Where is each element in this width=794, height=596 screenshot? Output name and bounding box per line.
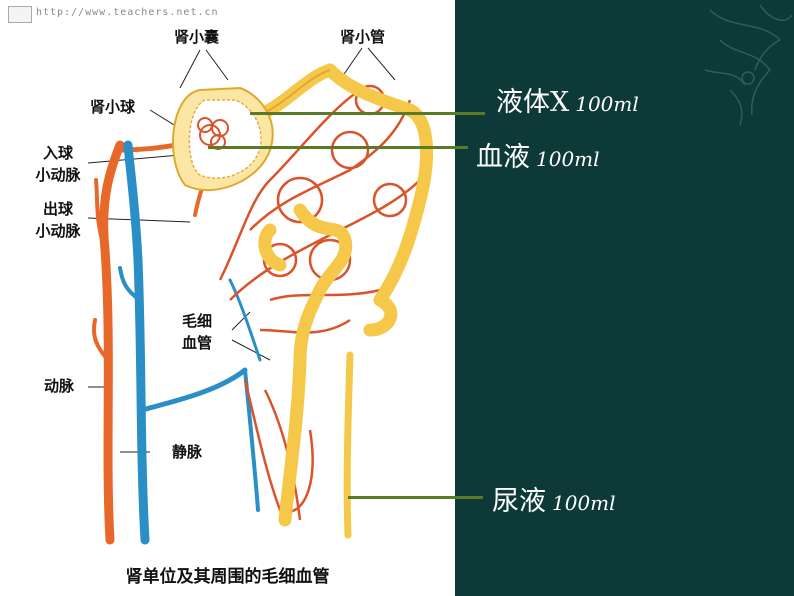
label-capillary-line2: 血管 bbox=[182, 334, 213, 352]
nephron-figure: http://www.teachers.net.cn bbox=[0, 0, 455, 596]
pointer-line-blood bbox=[208, 146, 468, 149]
label-renal-tubule: 肾小管 bbox=[340, 28, 386, 46]
annotation-urine-name: 尿液 bbox=[492, 486, 546, 517]
watermark-logo-icon bbox=[8, 6, 32, 23]
pointer-line-urine bbox=[348, 496, 483, 499]
annotation-blood-name: 血液 bbox=[476, 142, 530, 173]
annotation-fluid-x-volume: 100ml bbox=[575, 92, 639, 116]
label-afferent-arteriole-line1: 入球 bbox=[42, 144, 73, 162]
figure-caption: 肾单位及其周围的毛细血管 bbox=[125, 567, 330, 587]
annotation-blood-volume: 100ml bbox=[536, 147, 600, 171]
bird-ornament-icon bbox=[704, 4, 793, 126]
label-afferent-arteriole-line2: 小动脉 bbox=[35, 166, 81, 184]
label-efferent-arteriole-line2: 小动脉 bbox=[35, 222, 81, 240]
label-capillary-line1: 毛细 bbox=[182, 312, 213, 330]
nephron-illustration bbox=[87, 47, 433, 545]
pointer-line-fluid-x bbox=[250, 112, 485, 115]
label-glomerulus: 肾小球 bbox=[90, 98, 136, 116]
label-vein: 静脉 bbox=[172, 443, 203, 461]
label-artery: 动脉 bbox=[44, 377, 75, 395]
label-efferent-arteriole-line1: 出球 bbox=[42, 200, 73, 218]
watermark-url: http://www.teachers.net.cn bbox=[36, 7, 219, 18]
label-glomerular-capsule: 肾小囊 bbox=[174, 28, 220, 46]
annotation-fluid-x-name: 液体X bbox=[496, 87, 570, 118]
annotation-urine-volume: 100ml bbox=[552, 491, 616, 515]
